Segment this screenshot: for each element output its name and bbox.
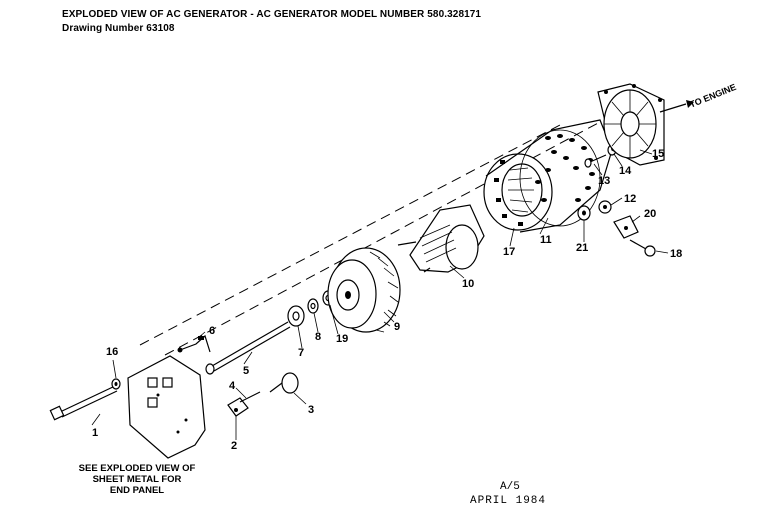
note-line-3: END PANEL (109, 485, 165, 496)
part-16-washer (111, 378, 121, 390)
part-label-17: 17 (503, 246, 516, 258)
leader-lines (91, 149, 669, 440)
part-label-4: 4 (229, 380, 236, 392)
part-2-terminal (227, 391, 261, 417)
part-1-bolt (49, 385, 118, 421)
part-label-15: 15 (652, 148, 665, 160)
part-label-5: 5 (243, 365, 250, 377)
part-label-18: 18 (670, 248, 683, 260)
note-line-2: SHEET METAL FOR (92, 474, 182, 485)
part-label-10: 10 (462, 278, 475, 290)
part-9-fan (327, 247, 401, 333)
part-label-13: 13 (598, 175, 611, 187)
drawing-number: Drawing Number 63108 (62, 23, 175, 34)
part-17-end-bell (483, 153, 553, 231)
part-label-2: 2 (231, 440, 238, 452)
part-20-bracket (613, 215, 639, 239)
part-10-rotor (397, 204, 485, 273)
part-label-9: 9 (394, 321, 401, 333)
part-18-screw (629, 239, 656, 257)
part-label-11: 11 (540, 234, 552, 246)
part-13-bolt (584, 154, 607, 168)
part-label-7: 7 (298, 347, 305, 359)
part-label-19: 19 (336, 333, 349, 345)
part-12-nut (598, 200, 612, 214)
part-label-6: 6 (209, 325, 216, 337)
part-3-capacitor (269, 372, 299, 394)
part-7-bearing (287, 305, 305, 327)
part-15-engine-adapter (597, 83, 665, 166)
part-label-20: 20 (644, 208, 657, 220)
part-21-nut (577, 205, 591, 221)
diagram-title: EXPLODED VIEW OF AC GENERATOR - AC GENER… (62, 9, 482, 20)
part-label-3: 3 (308, 404, 315, 416)
part-6-wire-lead (177, 334, 211, 353)
end-panel-note: SEE EXPLODED VIEW OF SHEET METAL FOR END… (62, 463, 212, 496)
revision-date: APRIL 1984 (470, 495, 547, 507)
part-8-washer (307, 298, 319, 314)
part-label-14: 14 (619, 165, 632, 177)
part-label-1: 1 (92, 427, 99, 439)
part-label-21: 21 (576, 242, 589, 254)
part-5-stud (205, 321, 291, 375)
page-number: A/5 (500, 481, 520, 493)
center-axis (164, 121, 601, 356)
end-panel (127, 355, 206, 459)
part-label-16: 16 (106, 346, 119, 358)
note-line-1: SEE EXPLODED VIEW OF (78, 463, 196, 474)
part-label-8: 8 (315, 331, 322, 343)
part-label-12: 12 (624, 193, 637, 205)
to-engine-arrow (659, 100, 694, 113)
